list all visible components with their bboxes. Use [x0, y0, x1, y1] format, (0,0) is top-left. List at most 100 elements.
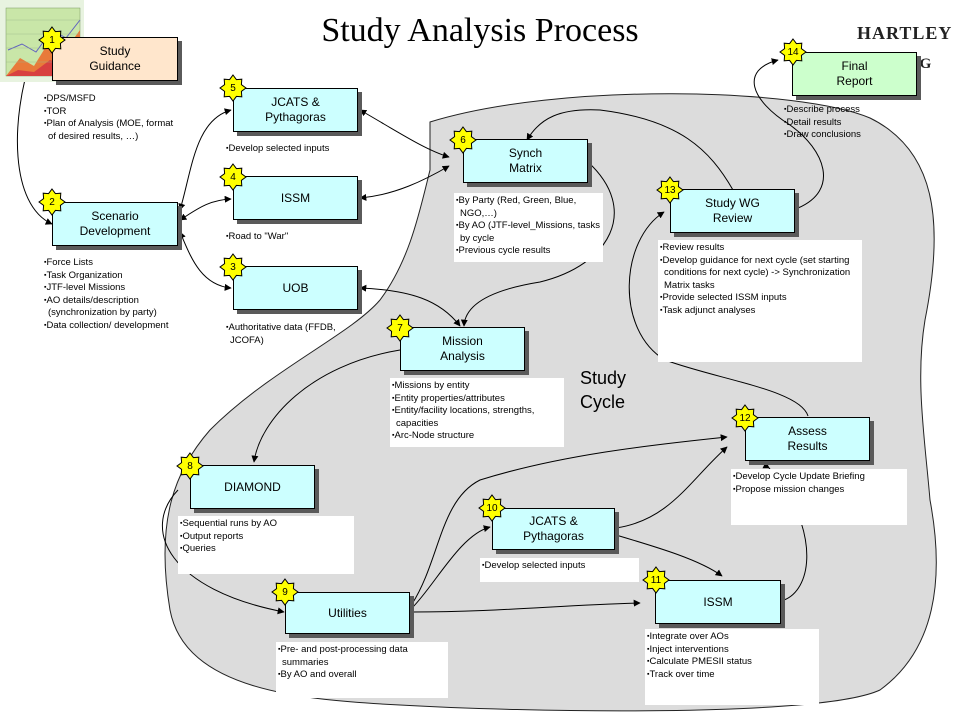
step-5-notes: Develop selected inputs: [226, 143, 386, 156]
step-14-number: 14: [787, 47, 799, 58]
step-4-notes: Road to "War": [226, 231, 366, 244]
note-item: By Party (Red, Green, Blue, NGO,…): [456, 195, 601, 220]
page-title: Study Analysis Process: [321, 12, 639, 49]
note-item: Develop guidance for next cycle (set sta…: [660, 255, 860, 293]
step-4-issm-box[interactable]: ISSM: [233, 176, 358, 220]
note-item: Develop selected inputs: [226, 143, 386, 156]
edge-4-to-6: [359, 165, 450, 201]
step-13-number: 13: [664, 185, 676, 196]
edge-9-to-11: [411, 599, 641, 613]
step-1-number-star: 1: [38, 26, 66, 54]
edge-7-to-8: [251, 349, 401, 463]
step-1-number: 1: [49, 35, 55, 46]
note-item: Plan of Analysis (MOE, format of desired…: [44, 118, 174, 143]
step-9-number: 9: [282, 587, 288, 598]
note-item: TOR: [44, 106, 174, 119]
step-6-number: 6: [460, 135, 466, 146]
step-4-number: 4: [230, 172, 236, 183]
step-7-mission-analysis-box[interactable]: Mission Analysis: [400, 327, 525, 371]
step-8-notes: Sequential runs by AO Output reports Que…: [178, 516, 354, 574]
step-4-number-star: 4: [219, 163, 247, 191]
step-12-assess-results-box[interactable]: Assess Results: [745, 417, 870, 461]
step-9-utilities-box[interactable]: Utilities: [285, 592, 410, 634]
step-6-synch-matrix-box[interactable]: Synch Matrix: [463, 139, 588, 183]
note-item: Develop selected inputs: [482, 560, 637, 573]
step-3-notes: Authoritative data (FFDB, JCOFA): [226, 322, 366, 347]
step-10-number: 10: [486, 503, 498, 514]
step-9-notes: Pre- and post-processing data summaries …: [276, 642, 448, 698]
step-5-jcats-pythagoras-box[interactable]: JCATS & Pythagoras: [233, 88, 358, 132]
step-3-number: 3: [230, 262, 236, 273]
note-item: AO details/description (synchronization …: [44, 295, 194, 320]
note-item: Track over time: [647, 669, 817, 682]
step-1-study-guidance-box[interactable]: Study Guidance: [52, 37, 178, 81]
note-item: Force Lists: [44, 257, 194, 270]
step-2-number-star: 2: [38, 188, 66, 216]
step-12-number-star: 12: [731, 404, 759, 432]
step-2-number: 2: [49, 197, 55, 208]
step-12-notes: Develop Cycle Update Briefing Propose mi…: [731, 469, 907, 525]
step-10-number-star: 10: [478, 494, 506, 522]
step-11-issm-box[interactable]: ISSM: [655, 580, 781, 624]
step-8-number: 8: [187, 461, 193, 472]
step-13-notes: Review results Develop guidance for next…: [658, 240, 862, 362]
note-item: Review results: [660, 242, 860, 255]
note-item: Previous cycle results: [456, 245, 601, 258]
step-13-study-wg-review-box[interactable]: Study WG Review: [670, 189, 795, 233]
company-logo-top: HARTLEY: [857, 23, 953, 43]
step-3-number-star: 3: [219, 253, 247, 281]
note-item: Draw conclusions: [784, 129, 914, 142]
step-5-number: 5: [230, 83, 236, 94]
note-item: Queries: [180, 543, 352, 556]
step-1-notes: DPS/MSFD TOR Plan of Analysis (MOE, form…: [44, 93, 174, 143]
note-item: Authoritative data (FFDB, JCOFA): [226, 322, 366, 347]
note-item: Arc-Node structure: [392, 430, 562, 443]
step-7-number: 7: [397, 323, 403, 334]
step-5-number-star: 5: [219, 74, 247, 102]
step-2-notes: Force Lists Task Organization JTF-level …: [44, 257, 194, 333]
step-11-notes: Integrate over AOs Inject interventions …: [645, 629, 819, 705]
step-8-diamond-box[interactable]: DIAMOND: [190, 465, 315, 509]
note-item: Task adjunct analyses: [660, 305, 860, 318]
note-item: Develop Cycle Update Briefing: [733, 471, 905, 484]
step-2-scenario-development-box[interactable]: Scenario Development: [52, 202, 178, 246]
step-6-notes: By Party (Red, Green, Blue, NGO,…) By AO…: [454, 193, 603, 262]
edge-2-to-4: [179, 195, 232, 221]
step-11-number-star: 11: [642, 566, 670, 594]
step-9-number-star: 9: [271, 578, 299, 606]
step-14-final-report-box[interactable]: Final Report: [792, 52, 917, 96]
step-10-jcats-pythagoras-box[interactable]: JCATS & Pythagoras: [492, 508, 615, 550]
step-6-number-star: 6: [449, 126, 477, 154]
step-12-number: 12: [739, 413, 751, 424]
note-item: Provide selected ISSM inputs: [660, 292, 860, 305]
edge-9-to-10: [411, 525, 491, 609]
note-item: JTF-level Missions: [44, 282, 194, 295]
step-7-notes: Missions by entity Entity properties/att…: [390, 378, 564, 447]
note-item: Missions by entity: [392, 380, 562, 393]
note-item: Integrate over AOs: [647, 631, 817, 644]
step-13-number-star: 13: [656, 176, 684, 204]
edge-10-to-12: [615, 446, 728, 529]
step-10-notes: Develop selected inputs: [480, 558, 639, 582]
note-item: Pre- and post-processing data summaries: [278, 644, 446, 669]
step-14-notes: Describe process Detail results Draw con…: [784, 104, 914, 142]
note-item: Output reports: [180, 531, 352, 544]
note-item: Inject interventions: [647, 644, 817, 657]
step-3-uob-box[interactable]: UOB: [233, 266, 358, 310]
note-item: Road to "War": [226, 231, 366, 244]
note-item: Detail results: [784, 117, 914, 130]
edge-2-to-5: [178, 108, 232, 211]
note-item: Describe process: [784, 104, 914, 117]
study-cycle-label: Study Cycle: [580, 368, 627, 412]
step-11-number: 11: [650, 575, 662, 586]
note-item: Data collection/ development: [44, 320, 194, 333]
note-item: Entity properties/attributes: [392, 393, 562, 406]
step-7-number-star: 7: [386, 314, 414, 342]
note-item: Task Organization: [44, 270, 194, 283]
note-item: DPS/MSFD: [44, 93, 174, 106]
note-item: By AO (JTF-level_Missions, tasks by cycl…: [456, 220, 601, 245]
note-item: Sequential runs by AO: [180, 518, 352, 531]
step-8-number-star: 8: [176, 452, 204, 480]
step-14-number-star: 14: [779, 38, 807, 66]
note-item: Propose mission changes: [733, 484, 905, 497]
